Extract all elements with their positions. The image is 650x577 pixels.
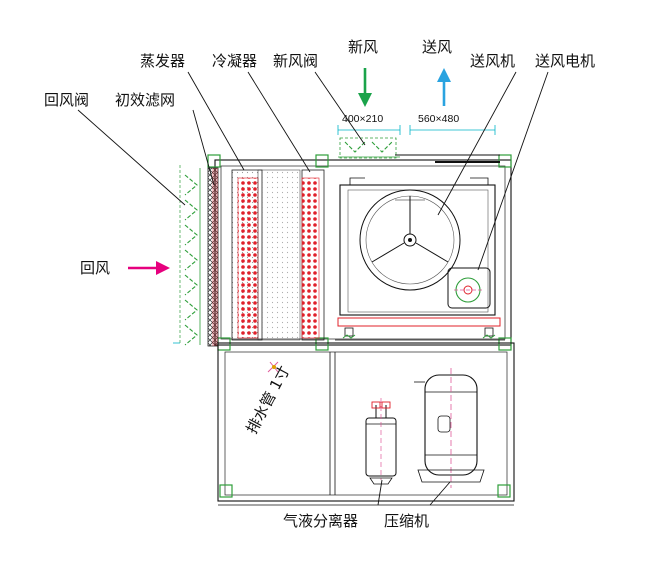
supply-fan-wheel bbox=[359, 189, 461, 291]
label-fresh-air-damper: 新风阀 bbox=[273, 52, 318, 70]
dim-fresh-air-opening: 400×210 bbox=[342, 113, 383, 125]
label-return-air: 回风 bbox=[80, 259, 110, 277]
leader-lines bbox=[77, 71, 549, 506]
label-drain-pipe: 排水管 1寸 bbox=[243, 363, 294, 437]
drain-pipe-marker bbox=[267, 361, 279, 373]
return-air-arrow bbox=[128, 261, 170, 275]
label-fresh-air: 新风 bbox=[348, 38, 378, 56]
condenser-coil bbox=[257, 169, 325, 341]
supply-fan-motor bbox=[447, 267, 491, 309]
return-air-damper bbox=[179, 165, 201, 346]
lower-section bbox=[217, 342, 515, 506]
label-compressor: 压缩机 bbox=[384, 512, 429, 530]
compressor bbox=[414, 368, 485, 488]
label-supply-motor: 送风电机 bbox=[535, 52, 595, 70]
label-liquid-separator: 气液分离器 bbox=[283, 512, 358, 530]
label-supply-air: 送风 bbox=[422, 38, 452, 56]
fresh-air-arrow bbox=[358, 68, 372, 107]
label-evaporator: 蒸发器 bbox=[140, 52, 185, 70]
supply-fan-housing bbox=[339, 177, 496, 316]
label-supply-fan: 送风机 bbox=[470, 52, 515, 70]
primary-filter bbox=[207, 167, 219, 347]
evaporator-coil bbox=[231, 169, 263, 341]
label-condenser: 冷凝器 bbox=[212, 52, 257, 70]
supply-air-opening bbox=[395, 154, 500, 163]
fresh-air-damper bbox=[338, 137, 400, 159]
supply-air-arrow bbox=[437, 68, 451, 106]
label-primary-filter: 初效滤网 bbox=[115, 91, 175, 109]
liquid-separator bbox=[365, 398, 397, 485]
dim-supply-air-opening: 560×480 bbox=[418, 113, 459, 125]
label-return-air-damper: 回风阀 bbox=[44, 91, 89, 109]
fan-base bbox=[335, 317, 505, 341]
dimension-lines bbox=[173, 125, 496, 344]
